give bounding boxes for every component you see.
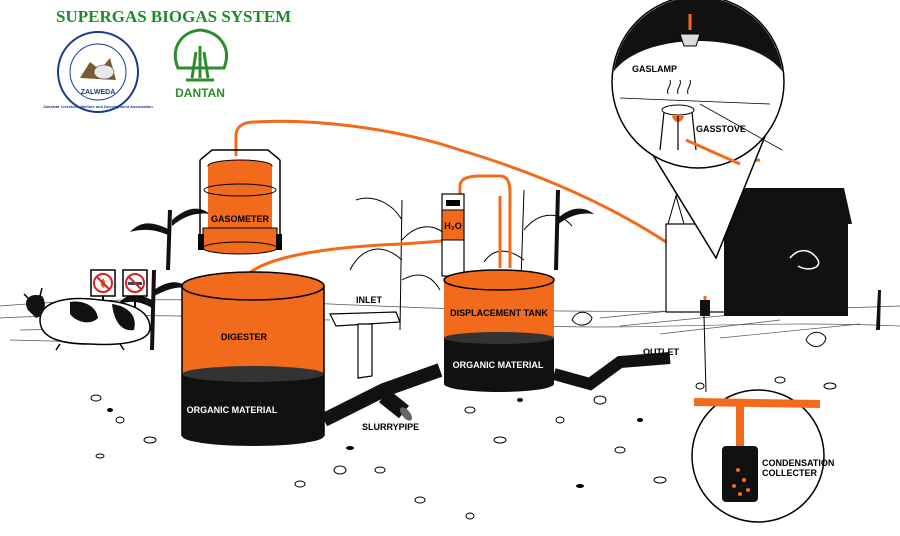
displacement-tank-label: DISPLACEMENT TANK <box>450 308 548 318</box>
stove-lamp-inset: GASLAMP GASSTOVE <box>611 0 785 260</box>
slurrypipe-label: SLURRYPIPE <box>362 422 419 432</box>
gasometer: GASOMETER <box>198 149 282 255</box>
gasstove-label: GASSTOVE <box>696 124 746 134</box>
stones <box>90 376 837 520</box>
gaslamp-label: GASLAMP <box>632 64 677 74</box>
displacement-tank: DISPLACEMENT TANK ORGANIC MATERIAL <box>443 269 555 392</box>
condensation-inset: CONDENSATION COLLECTER <box>691 296 834 523</box>
stones-dark <box>107 394 763 488</box>
zalweda-logo: ZALWEDA Zanzibar Livestock Welfare and D… <box>43 31 153 113</box>
digester: DIGESTER ORGANIC MATERIAL <box>181 271 325 446</box>
no-fire-icon <box>90 269 116 330</box>
outlet-label: OUTLET <box>643 347 679 357</box>
tree-icon <box>173 28 228 82</box>
tank-material-label: ORGANIC MATERIAL <box>453 360 544 370</box>
zalweda-name: ZALWEDA <box>81 89 116 96</box>
chickens <box>571 311 827 347</box>
digester-material-label: ORGANIC MATERIAL <box>187 405 278 415</box>
condensation-label-line1: CONDENSATION <box>762 458 834 468</box>
condensation-label-line2: COLLECTER <box>762 468 817 478</box>
inlet-label: INLET <box>356 295 383 305</box>
dantan-logo: DANTAN <box>173 28 228 100</box>
digester-label: DIGESTER <box>221 332 268 342</box>
gasometer-label: GASOMETER <box>211 214 270 224</box>
zalweda-ring-text: Zanzibar Livestock Welfare and Developme… <box>43 104 153 109</box>
inlet: INLET <box>329 295 401 379</box>
diagram-title: SUPERGAS BIOGAS SYSTEM <box>56 7 291 26</box>
outlet: OUTLET <box>552 347 679 391</box>
h2o-label: H₂O <box>444 221 462 231</box>
h2o-filter: H₂O <box>441 193 465 277</box>
gaslamp-icon <box>679 14 701 47</box>
cow-icon <box>23 287 151 351</box>
gasstove-icon <box>659 79 697 151</box>
slurrypipe: SLURRYPIPE <box>320 363 443 432</box>
dantan-name: DANTAN <box>175 86 225 100</box>
